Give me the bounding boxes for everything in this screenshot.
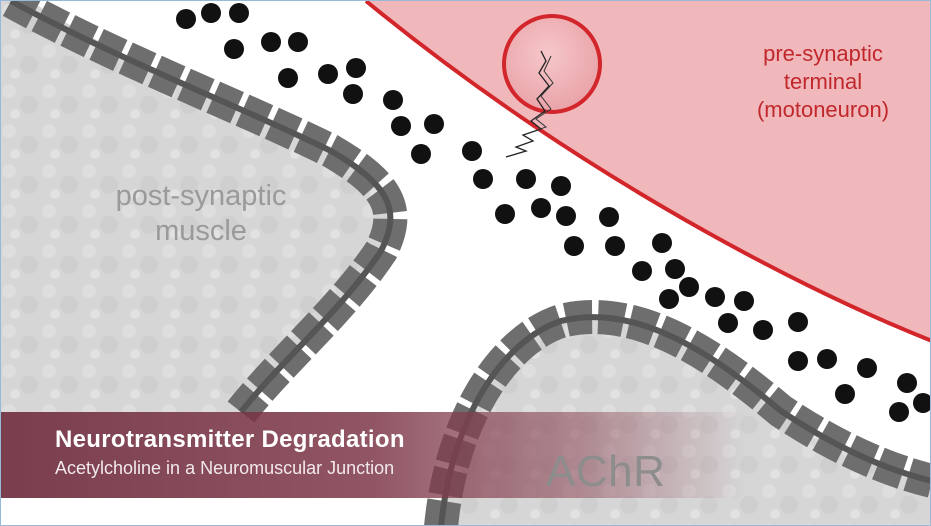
post-synaptic-label-line1: post-synaptic [115, 180, 287, 212]
acetylcholine-release-strands [505, 50, 550, 158]
muscle-fold-left [1, 1, 391, 412]
presynaptic-membrane [364, 1, 930, 343]
post-synaptic-label-line2: muscle [155, 214, 247, 247]
post-synaptic-muscle-label: post-synaptic muscle [91, 179, 311, 249]
presynaptic-terminal [366, 1, 930, 341]
achr-label: AChR [546, 447, 666, 496]
pre-synaptic-label-line2: terminal [783, 69, 863, 95]
receptor-chain-left-core [9, 1, 394, 414]
synaptic-vesicle [502, 14, 602, 114]
pre-synaptic-label-line1: pre-synaptic [763, 41, 883, 66]
pre-synaptic-terminal-label: pre-synaptic terminal (motoneuron) [723, 40, 923, 124]
caption-bar [1, 412, 930, 498]
acetylcholine-molecules [176, 3, 930, 422]
caption-title: Neurotransmitter Degradation [55, 426, 405, 453]
caption-subtitle: Acetylcholine in a Neuromuscular Junctio… [55, 458, 395, 478]
acetylcholine-release-strands-2 [528, 55, 554, 134]
pre-synaptic-label-line3: (motoneuron) [756, 97, 890, 123]
